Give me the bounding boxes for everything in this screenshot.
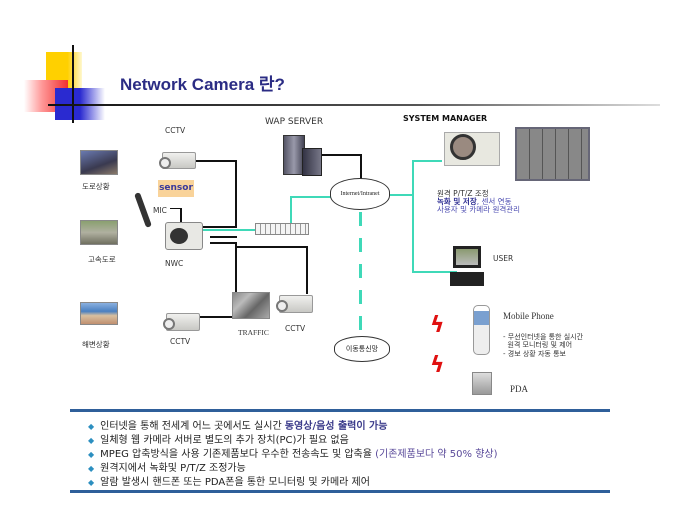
manager-desc-rest: , 센서 연동 (476, 197, 512, 206)
diamond-bullet-icon: ◆ (88, 478, 95, 487)
cctv-top-camera (159, 152, 196, 169)
bullet-highlight: (기존제품보다 약 50% 향상) (375, 449, 498, 460)
internet-cloud: Internet/Intranet (330, 178, 390, 210)
link-line (322, 154, 362, 156)
wap-server-icon-2 (302, 148, 322, 176)
bullet-text: 원격지에서 녹화및 P/T/Z 조정가능 (100, 463, 246, 474)
lightning-icon: ϟ (430, 353, 445, 378)
internet-label: Internet/Intranet (340, 191, 380, 197)
mobile-phone-icon (473, 305, 490, 355)
traffic-photo (232, 292, 270, 319)
mic-label: MIC (153, 206, 167, 215)
network-switch (255, 223, 309, 235)
manager-desc-line1: 원격 P/T/Z 조정 (437, 189, 489, 198)
beach-label: 해변상황 (82, 340, 110, 349)
monitoring-screen (515, 127, 590, 181)
phone-desc-1: - 무선인터넷을 통한 실시간 (503, 333, 584, 341)
diamond-bullet-icon: ◆ (88, 422, 95, 431)
wireless-dashed-line (359, 212, 362, 337)
bullet-item: ◆ 원격지에서 녹화및 P/T/Z 조정가능 (88, 459, 246, 474)
page-title: Network Camera 란? (120, 75, 285, 94)
bullets-bottom-rule (70, 490, 610, 493)
magnifier-icon (450, 134, 476, 160)
cctv-right-label: CCTV (285, 324, 306, 333)
bullet-highlight: 동영상/음성 출력이 가능 (284, 421, 388, 432)
link-line (235, 242, 237, 318)
user-keyboard (450, 272, 484, 286)
link-line (236, 246, 308, 248)
system-manager-label: SYSTEM MANAGER (403, 114, 488, 123)
network-line (388, 194, 414, 196)
link-line (200, 316, 237, 318)
link-line (170, 208, 182, 209)
network-line (412, 160, 442, 162)
diamond-bullet-icon: ◆ (88, 464, 95, 473)
cctv-bottom-label: CCTV (170, 337, 191, 346)
beach-photo (80, 302, 118, 325)
road-photo (80, 150, 118, 175)
network-line (412, 160, 414, 273)
sensor-badge: sensor (158, 180, 194, 197)
manager-desc-bold: 녹화 및 저장 (437, 197, 477, 206)
bullet-text: 알람 발생시 핸드폰 또는 PDA폰을 통한 모니터링 및 카메라 제어 (100, 477, 370, 488)
network-line (412, 271, 457, 273)
pda-label: PDA (510, 384, 529, 394)
cctv-bottom-camera (163, 313, 200, 331)
user-pc-icon (453, 246, 481, 268)
traffic-label: TRAFFIC (238, 328, 269, 337)
title-rule (48, 104, 660, 106)
network-line (290, 196, 332, 198)
mic-icon (134, 192, 152, 228)
wap-server-label: WAP SERVER (265, 117, 324, 127)
bullet-text: 인터넷을 통해 전세계 어느 곳에서도 실시간 (100, 421, 285, 432)
cctv-top-label: CCTV (165, 126, 186, 135)
link-line (306, 246, 308, 294)
bullet-item: ◆ 일체형 웹 카메라 서버로 별도의 추가 장치(PC)가 필요 없음 (88, 431, 349, 446)
deco-vertical-line (72, 45, 74, 123)
network-line (203, 229, 255, 231)
link-line (210, 236, 237, 238)
manager-desc-line3: 사용자 및 카메라 원격관리 (437, 205, 521, 214)
diamond-bullet-icon: ◆ (88, 450, 95, 459)
link-line (360, 154, 362, 180)
lightning-icon: ϟ (430, 313, 445, 338)
link-line (195, 160, 237, 162)
user-label: USER (493, 254, 514, 263)
mobile-network-cloud: 이동통신망 (334, 336, 390, 362)
nwc-camera (165, 222, 203, 250)
bullet-text: 일체형 웹 카메라 서버로 별도의 추가 장치(PC)가 필요 없음 (100, 435, 349, 446)
phone-desc-2: 원격 모니터링 및 제어 (503, 341, 573, 349)
highway-label: 고속도로 (88, 255, 116, 264)
road-label: 도로상황 (82, 182, 110, 191)
bullet-item: ◆ MPEG 압축방식을 사용 기존제품보다 우수한 전송속도 및 압축율 (기존… (88, 445, 498, 460)
bullets-top-rule (70, 409, 610, 412)
bullet-item: ◆ 알람 발생시 핸드폰 또는 PDA폰을 통한 모니터링 및 카메라 제어 (88, 473, 370, 488)
network-line (290, 196, 292, 224)
cctv-right-camera (276, 295, 313, 313)
mobile-phone-label: Mobile Phone (503, 311, 554, 321)
manager-desc-line2: 녹화 및 저장, 센서 연동 (437, 196, 512, 207)
link-line (180, 208, 182, 222)
diamond-bullet-icon: ◆ (88, 436, 95, 445)
phone-desc-3: - 경보 상황 자동 통보 (503, 350, 566, 358)
link-line (235, 160, 237, 228)
mobile-network-label: 이동통신망 (345, 345, 379, 353)
nwc-label: NWC (165, 259, 184, 268)
link-line (210, 242, 237, 244)
pda-icon (472, 372, 492, 395)
link-line (203, 226, 237, 228)
highway-photo (80, 220, 118, 245)
bullet-text: MPEG 압축방식을 사용 기존제품보다 우수한 전송속도 및 압축율 (100, 449, 376, 460)
bullet-item: ◆ 인터넷을 통해 전세계 어느 곳에서도 실시간 동영상/음성 출력이 가능 (88, 417, 387, 432)
